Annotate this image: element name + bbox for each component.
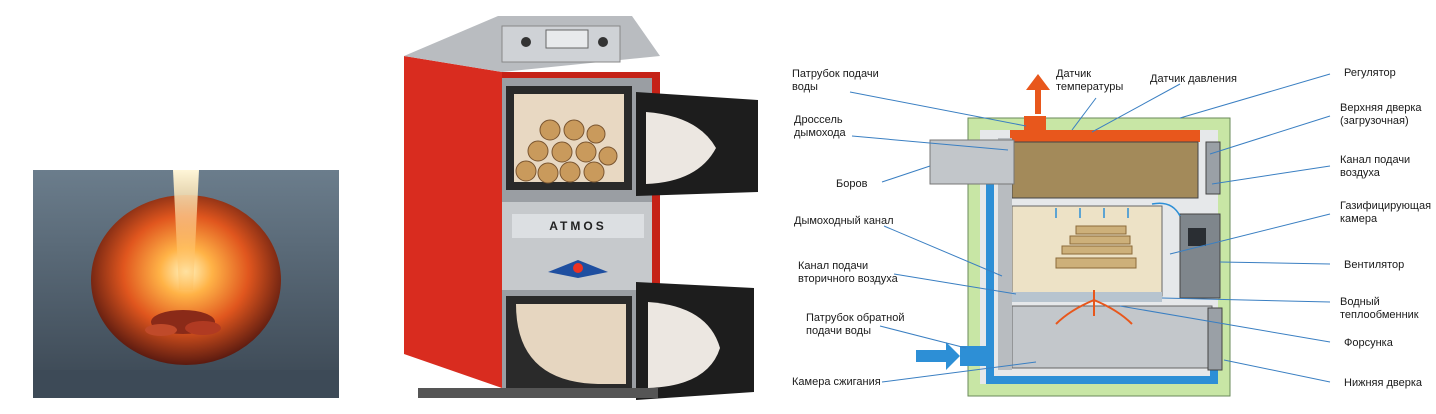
label-flue-duct: Боров xyxy=(836,178,868,190)
inlet-pipe xyxy=(1024,116,1046,134)
atmos-boiler-photo: ATMOS xyxy=(398,16,768,410)
firewood-logs xyxy=(515,119,618,184)
label-gasification-chamber: Газифицирующая камера xyxy=(1340,200,1432,225)
label-chimney-channel: Дымоходный канал xyxy=(794,215,894,227)
hot-water-arrow xyxy=(1026,74,1050,114)
brand-label: ATMOS xyxy=(549,219,606,233)
label-return-pipe: Патрубок обратной подачи воды xyxy=(806,312,905,337)
nozzle-flame-photo xyxy=(33,170,339,398)
label-nozzle: Форсунка xyxy=(1344,337,1393,349)
flue-duct xyxy=(929,139,1015,185)
label-flue-throttle: Дроссель дымохода xyxy=(794,114,846,139)
wood-stack xyxy=(1055,225,1137,269)
label-secondary-air: Канал подачи вторичного воздуха xyxy=(798,260,898,285)
label-water-exchanger: Водный теплообменник xyxy=(1340,296,1419,321)
fan-box xyxy=(1179,213,1221,299)
flame-arrows xyxy=(1055,290,1133,325)
upper-door xyxy=(1205,141,1221,195)
label-lower-door: Нижняя дверка xyxy=(1344,377,1423,389)
boiler-cutaway-diagram: Патрубок подачи воды Датчик температуры … xyxy=(780,0,1436,414)
cold-water-arrow xyxy=(916,342,960,370)
label-upper-door: Верхняя дверка (загрузочная) xyxy=(1340,102,1422,127)
label-combustion-chamber: Камера сжигания xyxy=(792,376,881,388)
label-air-channel: Канал подачи воздуха xyxy=(1340,154,1411,179)
lower-door xyxy=(1207,307,1223,371)
label-pressure-sensor: Датчик давления xyxy=(1150,73,1237,85)
label-regulator: Регулятор xyxy=(1344,67,1396,79)
label-temp-sensor: Датчик температуры xyxy=(1056,68,1124,93)
label-inlet-pipe: Патрубок подачи воды xyxy=(792,68,879,93)
label-fan: Вентилятор xyxy=(1344,259,1405,271)
